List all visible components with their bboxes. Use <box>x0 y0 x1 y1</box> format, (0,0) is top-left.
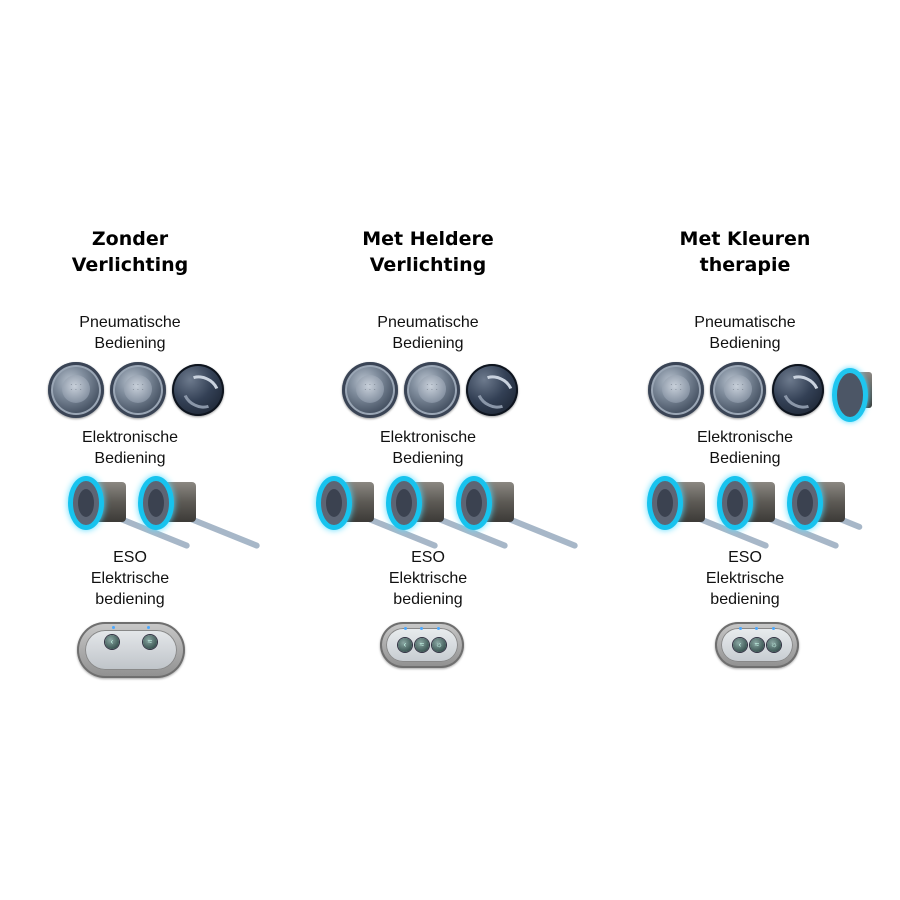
electronic-buttons-row <box>645 474 864 550</box>
title-line-2: Verlichting <box>71 254 189 276</box>
electronic-sensor-button-icon <box>384 474 509 550</box>
electronic-label: Elektronische Bediening <box>0 427 260 469</box>
eso-label-line-2: Elektrische <box>705 570 785 587</box>
title-line-1: Zonder <box>91 228 169 250</box>
title-line-1: Met Kleuren <box>679 228 811 250</box>
electronic-sensor-button-icon <box>715 474 840 550</box>
pneumatic-button-icon: · · ·· · · <box>48 362 104 418</box>
electronic-label-line-1: Elektronische <box>696 429 794 446</box>
pneumatic-led-button-icon <box>832 366 872 422</box>
column-met-kleuren-therapie: Met Kleuren therapie Pneumatische Bedien… <box>615 0 900 900</box>
electronic-buttons-row <box>66 474 261 550</box>
electronic-label-line-1: Elektronische <box>379 429 477 446</box>
electronic-label-line-2: Bediening <box>392 450 464 467</box>
title-line-1: Met Heldere <box>362 228 494 250</box>
eso-control-panel-icon: ‹ ≈ ☼ <box>380 622 464 668</box>
column-zonder-verlichting: Zonder Verlichting Pneumatische Bedienin… <box>0 0 300 900</box>
pneumatic-swirl-button-icon <box>466 364 518 416</box>
electronic-label: Elektronische Bediening <box>298 427 558 469</box>
pneumatic-label-line-2: Bediening <box>94 335 166 352</box>
eso-label: ESO Elektrische bediening <box>615 547 875 610</box>
column-met-heldere-verlichting: Met Heldere Verlichting Pneumatische Bed… <box>290 0 590 900</box>
title-line-2: Verlichting <box>369 254 487 276</box>
electronic-sensor-button-icon <box>645 474 770 550</box>
electronic-label: Elektronische Bediening <box>615 427 875 469</box>
electronic-buttons-row <box>314 474 579 550</box>
eso-label-line-3: bediening <box>710 591 780 608</box>
eso-label-line-2: Elektrische <box>90 570 170 587</box>
pneumatic-button-icon: · · ·· · · <box>342 362 398 418</box>
title-line-2: therapie <box>699 254 791 276</box>
pneumatic-buttons-row: · · ·· · · · · ·· · · <box>48 362 224 418</box>
pneumatic-buttons-row: · · ·· · · · · ·· · · <box>648 362 872 422</box>
pneumatic-button-icon: · · ·· · · <box>648 362 704 418</box>
pneumatic-button-icon: · · ·· · · <box>710 362 766 418</box>
pneumatic-button-icon: · · ·· · · <box>404 362 460 418</box>
pneumatic-swirl-button-icon <box>172 364 224 416</box>
pneumatic-label-line-1: Pneumatische <box>694 314 796 331</box>
electronic-sensor-button-icon <box>66 474 191 550</box>
pneumatic-button-icon: · · ·· · · <box>110 362 166 418</box>
eso-label-line-3: bediening <box>95 591 165 608</box>
eso-label: ESO Elektrische bediening <box>298 547 558 610</box>
pneumatic-swirl-button-icon <box>772 364 824 416</box>
pneumatic-label-line-2: Bediening <box>709 335 781 352</box>
eso-label-line-3: bediening <box>393 591 463 608</box>
electronic-label-line-1: Elektronische <box>81 429 179 446</box>
electronic-label-line-2: Bediening <box>94 450 166 467</box>
eso-label-line-2: Elektrische <box>388 570 468 587</box>
eso-label-line-1: ESO <box>728 549 762 566</box>
electronic-sensor-button-icon <box>314 474 439 550</box>
pneumatic-label-line-2: Bediening <box>392 335 464 352</box>
electronic-sensor-button-icon <box>454 474 579 550</box>
column-title: Zonder Verlichting <box>0 226 260 278</box>
pneumatic-buttons-row: · · ·· · · · · ·· · · <box>342 362 518 418</box>
eso-control-panel-icon: ‹ ≈ <box>77 622 185 678</box>
pneumatic-label: Pneumatische Bediening <box>0 312 260 354</box>
column-title: Met Kleuren therapie <box>615 226 875 278</box>
pneumatic-label: Pneumatische Bediening <box>298 312 558 354</box>
pneumatic-label: Pneumatische Bediening <box>615 312 875 354</box>
eso-label-line-1: ESO <box>411 549 445 566</box>
eso-control-panel-icon: ‹ ≈ ☼ <box>715 622 799 668</box>
pneumatic-label-line-1: Pneumatische <box>79 314 181 331</box>
electronic-label-line-2: Bediening <box>709 450 781 467</box>
eso-label: ESO Elektrische bediening <box>0 547 260 610</box>
electronic-sensor-button-icon <box>136 474 261 550</box>
pneumatic-label-line-1: Pneumatische <box>377 314 479 331</box>
eso-label-line-1: ESO <box>113 549 147 566</box>
column-title: Met Heldere Verlichting <box>298 226 558 278</box>
electronic-sensor-button-icon <box>785 474 864 534</box>
